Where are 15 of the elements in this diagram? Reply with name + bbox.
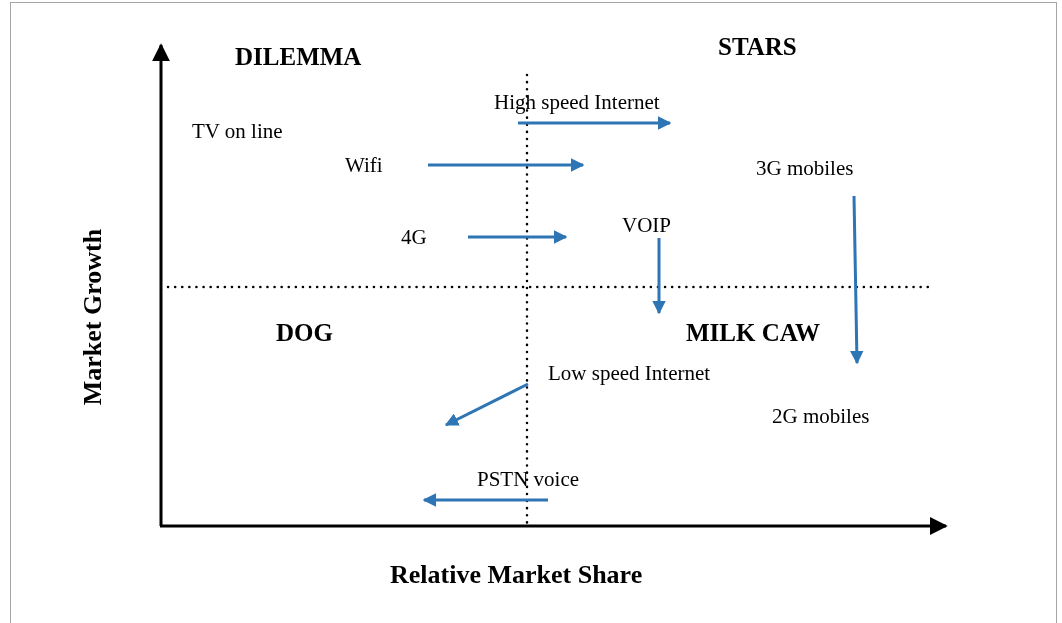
item-label: 2G mobiles xyxy=(772,403,870,429)
item-label: VOIP xyxy=(622,212,671,238)
quadrant-label: MILK CAW xyxy=(686,318,821,348)
item-label: 4G xyxy=(401,224,427,250)
item-label: 3G mobiles xyxy=(756,155,854,181)
quadrant-label: DILEMMA xyxy=(235,42,362,72)
quadrant-label: STARS xyxy=(718,32,797,62)
axis-title: Relative Market Share xyxy=(390,560,643,590)
item-label: Wifi xyxy=(345,152,383,178)
item-label: Low speed Internet xyxy=(548,360,711,386)
item-label: PSTN voice xyxy=(477,466,580,492)
axis-title: Market Growth xyxy=(78,227,108,408)
item-label: TV on line xyxy=(192,118,283,144)
item-label: High speed Internet xyxy=(494,89,660,115)
quadrant-label: DOG xyxy=(276,318,333,348)
